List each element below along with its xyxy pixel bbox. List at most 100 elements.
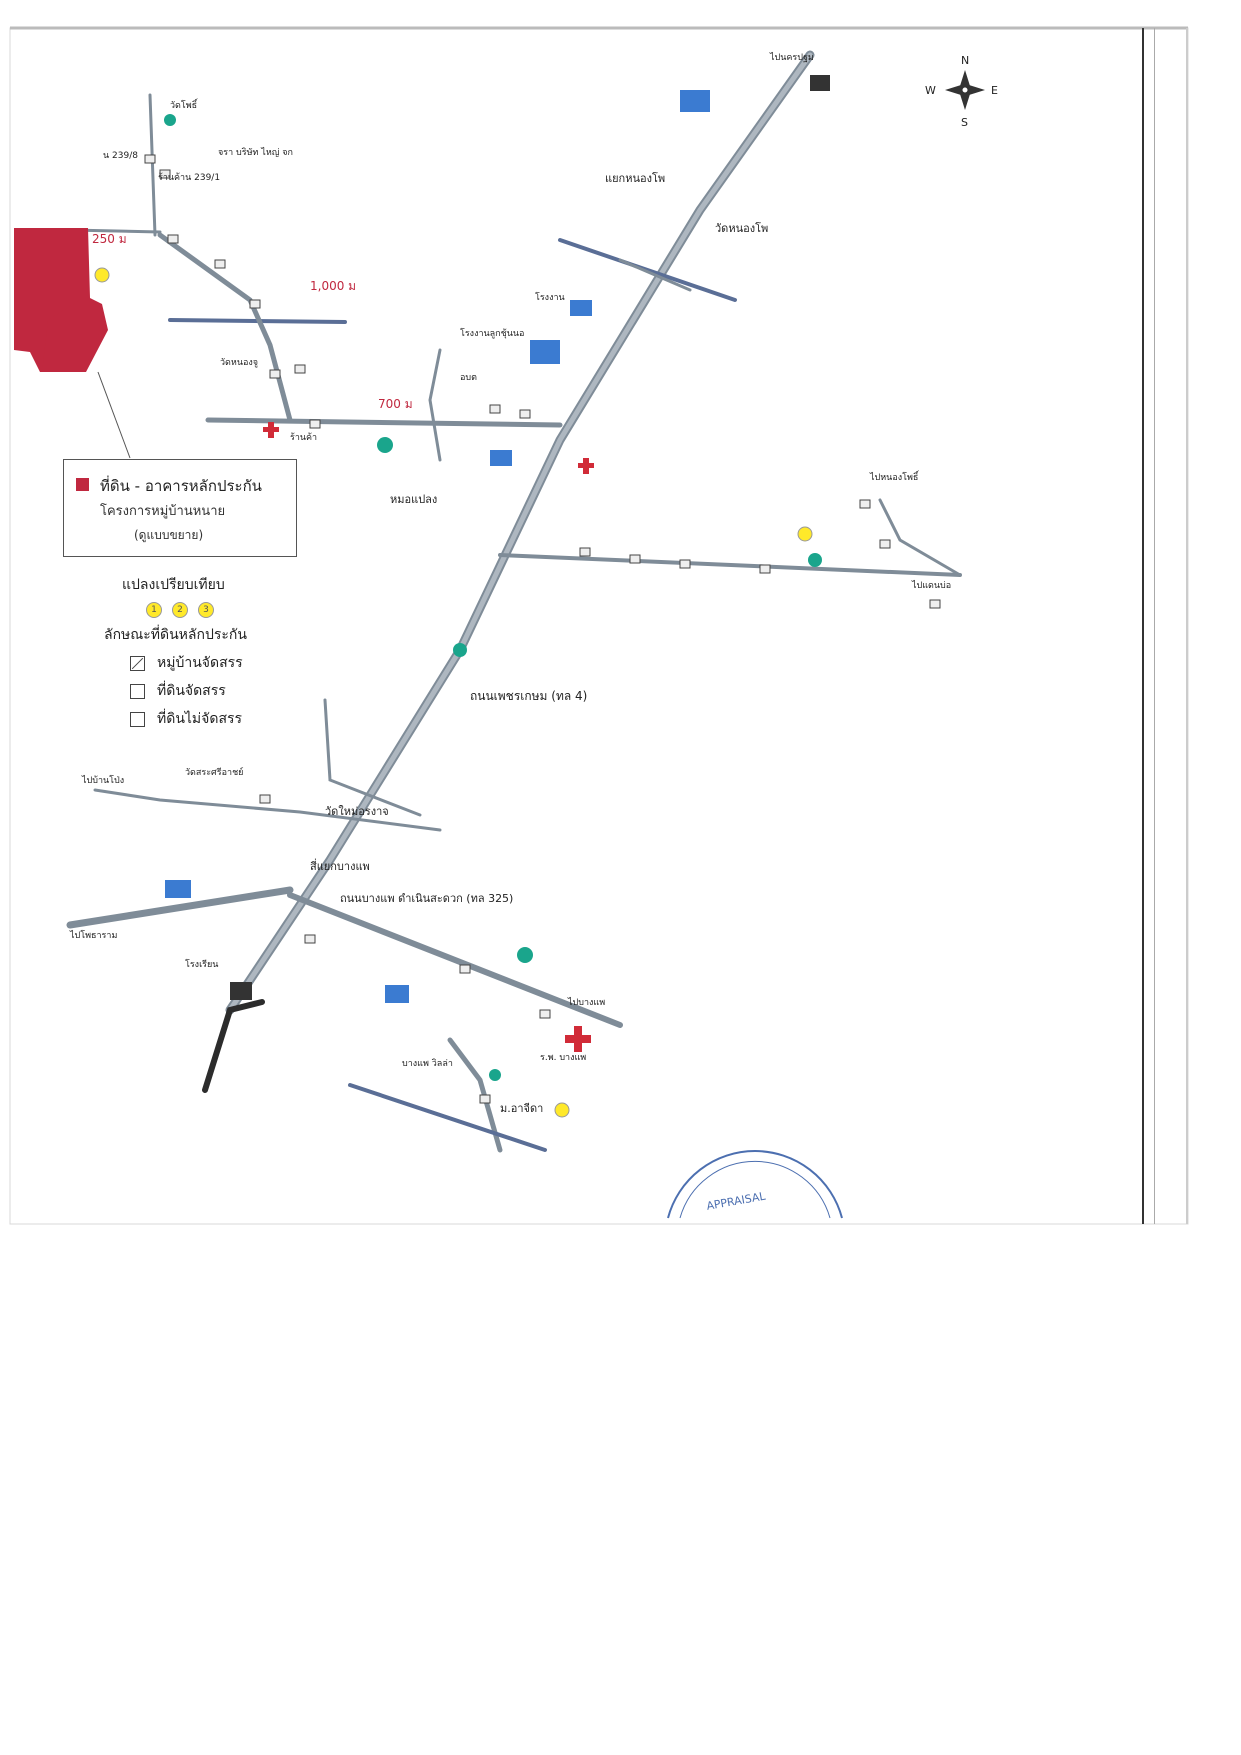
factory-icon — [530, 340, 560, 364]
scan-border-edge — [1186, 28, 1188, 1224]
house-icon — [144, 154, 156, 164]
land-type-label: หมู่บ้านจัดสรร — [157, 655, 243, 671]
house-icon — [269, 369, 281, 379]
place-label: ไปบ้านโป่ง — [81, 775, 124, 786]
road-east — [498, 553, 962, 577]
checkbox-icon — [130, 711, 145, 727]
house-icon — [489, 404, 501, 414]
place-label: ร้านค้าน 239/1 — [158, 172, 220, 183]
compass-n: N — [961, 54, 969, 67]
comparison-legend: แปลงเปรียบเทียบ 1 2 3 ลักษณะที่ดินหลักปร… — [104, 574, 314, 730]
collateral-swatch — [76, 478, 89, 491]
temple-building-icon — [810, 75, 830, 91]
house-icon — [167, 234, 179, 244]
place-label: วัดหนองโพ — [715, 221, 768, 235]
highway-south — [202, 999, 265, 1093]
place-label: ไปนครปฐม — [769, 52, 814, 63]
collateral-legend: ที่ดิน - อาคารหลักประกัน โครงการหมู่บ้าน… — [63, 459, 297, 557]
house-icon — [309, 419, 321, 429]
place-label: วัดโพธิ์ — [170, 98, 199, 111]
school-icon — [385, 985, 409, 1003]
comparison-marker-1 — [94, 267, 110, 283]
road-to-photharam — [66, 886, 294, 929]
house-icon — [459, 964, 471, 974]
road-canal-79 — [323, 698, 422, 817]
place-labels: วัดโพธิ์ จรา บริษัท ไหญ่ จก น 239/8 ร้าน… — [69, 52, 951, 1115]
comparison-marker-2 — [797, 526, 813, 542]
checkbox-icon — [130, 683, 145, 699]
place-label: โรงงาน — [535, 292, 565, 303]
office-icon — [680, 90, 710, 112]
comparison-number: 1 — [146, 602, 162, 618]
road-nongjok — [205, 417, 563, 428]
legend-note: (ดูแบบขยาย) — [134, 528, 204, 542]
place-label: จรา บริษัท ไหญ่ จก — [218, 147, 293, 158]
legend-title: ที่ดิน - อาคารหลักประกัน — [100, 477, 262, 495]
factory-icon — [490, 450, 512, 466]
compass-w: W — [925, 84, 936, 97]
buildings — [144, 154, 941, 1104]
scan-border-right — [1142, 28, 1155, 1224]
land-type-row: หมู่บ้านจัดสรร — [130, 652, 314, 674]
house-icon — [859, 499, 871, 509]
land-type-title: ลักษณะที่ดินหลักประกัน — [104, 627, 247, 643]
place-label: โรงงานลูกชุ้นนอ — [460, 328, 524, 339]
comparison-number: 2 — [172, 602, 188, 618]
land-type-label: ที่ดินจัดสรร — [157, 683, 226, 699]
house-icon — [214, 259, 226, 269]
comparison-numbers: 1 2 3 — [146, 602, 314, 618]
legend-project: โครงการหมู่บ้านหนาย — [100, 504, 226, 519]
road-label-bangphae: ถนนบางแพ ดำเนินสะดวก (ทล 325) — [340, 892, 513, 905]
place-label: วัดหนองจู — [220, 358, 258, 368]
comparison-number: 3 — [198, 602, 214, 618]
place-label: น 239/8 — [103, 151, 138, 161]
callout-line — [97, 371, 131, 459]
house-icon — [579, 547, 591, 557]
house-icon — [249, 299, 261, 309]
place-label: ไปโพธาราม — [69, 930, 117, 941]
land-type-row: ที่ดินจัดสรร — [130, 680, 314, 702]
place-label: โรงเรียน — [185, 959, 218, 970]
road-village — [157, 232, 293, 423]
house-icon — [539, 1009, 551, 1019]
house-icon — [304, 934, 316, 944]
place-label: สี่แยกบางแพ — [310, 858, 370, 873]
house-icon — [929, 599, 941, 609]
road-label-petchkasem: ถนนเพชรเกษม (ทล 4) — [470, 689, 587, 703]
house-icon — [519, 409, 531, 419]
place-label: ร้านค้า — [290, 432, 317, 443]
house-icon — [294, 364, 306, 374]
place-label: บางแพ วิลล่า — [402, 1058, 453, 1069]
place-label: ไปแดนบ่อ — [911, 580, 951, 591]
house-icon — [159, 169, 171, 179]
place-label: อบต — [460, 373, 477, 383]
place-label: ไปหนองโพธิ์ — [869, 470, 920, 483]
house-icon — [479, 1094, 491, 1104]
land-type-row: ที่ดินไม่จัดสรร — [130, 708, 314, 730]
comparison-markers — [94, 267, 813, 1118]
place-label: ม.อาจีดา — [500, 1102, 543, 1115]
road-network — [66, 50, 962, 1153]
scale-label-1000: 1,000 ม — [310, 279, 356, 293]
land-type-label: ที่ดินไม่จัดสรร — [157, 711, 243, 727]
place-label: ไปบางแพ — [567, 997, 605, 1008]
hospital-icon — [263, 422, 594, 1052]
scale-label-700: 700 ม — [378, 397, 413, 411]
road-bangphae — [287, 892, 623, 1028]
page-frame — [9, 27, 1189, 1225]
place-label: ร.พ. บางแพ — [540, 1053, 586, 1063]
compass-rose: N S E W — [925, 54, 998, 129]
comparison-marker-3 — [554, 1102, 570, 1118]
house-icon — [629, 554, 641, 564]
checkbox-icon — [130, 655, 145, 671]
road-bangphae-villa — [447, 1037, 503, 1153]
canal-northeast — [558, 238, 737, 302]
place-label: หมอแปลง — [390, 493, 437, 506]
tree-icon — [164, 114, 822, 1081]
temple-building-icon — [230, 982, 252, 1000]
house-icon — [259, 794, 271, 804]
house-icon — [879, 539, 891, 549]
comparison-title: แปลงเปรียบเทียบ — [122, 577, 225, 593]
compass-e: E — [991, 84, 998, 97]
